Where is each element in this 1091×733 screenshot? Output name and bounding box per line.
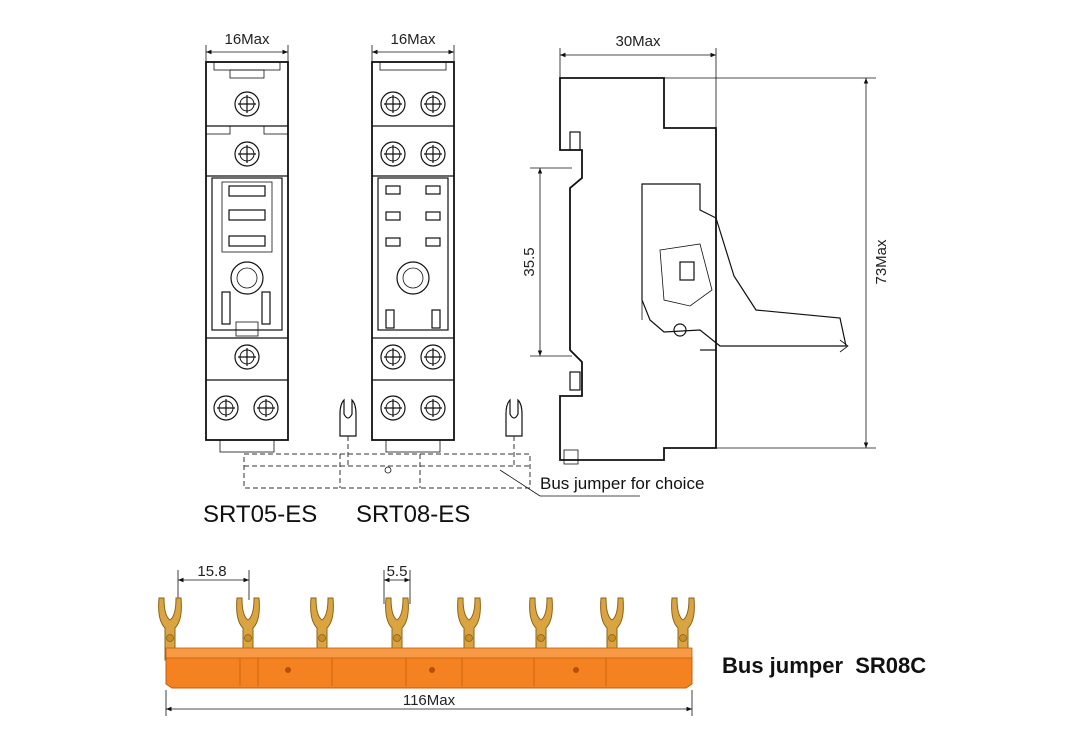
srt08-width-dim: 16Max (390, 31, 436, 48)
side-view: 30Max 35.5 73Max (521, 33, 890, 465)
srt05-label: SRT05-ES (203, 501, 317, 528)
bus-jumper-title: Bus jumper SR08C (722, 653, 926, 678)
srt08-front-view: 16Max (371, 31, 455, 453)
srt05-width-dim: 16Max (224, 31, 270, 48)
total-height-dim: 73Max (873, 239, 890, 285)
srt08-label: SRT08-ES (356, 501, 470, 528)
jumper-length-dim: 116Max (403, 692, 456, 709)
side-depth-dim: 30Max (615, 33, 661, 50)
optional-bus-jumper (243, 399, 640, 497)
srt05-front-view: 16Max (205, 31, 289, 453)
jumper-pitch-dim: 15.8 (197, 563, 226, 580)
rail-height-dim: 35.5 (521, 247, 538, 276)
bus-jumper-sr08c: 15.8 5.5 116Max (158, 563, 695, 716)
bus-choice-note: Bus jumper for choice (540, 474, 704, 493)
fork-width-dim: 5.5 (387, 563, 408, 580)
